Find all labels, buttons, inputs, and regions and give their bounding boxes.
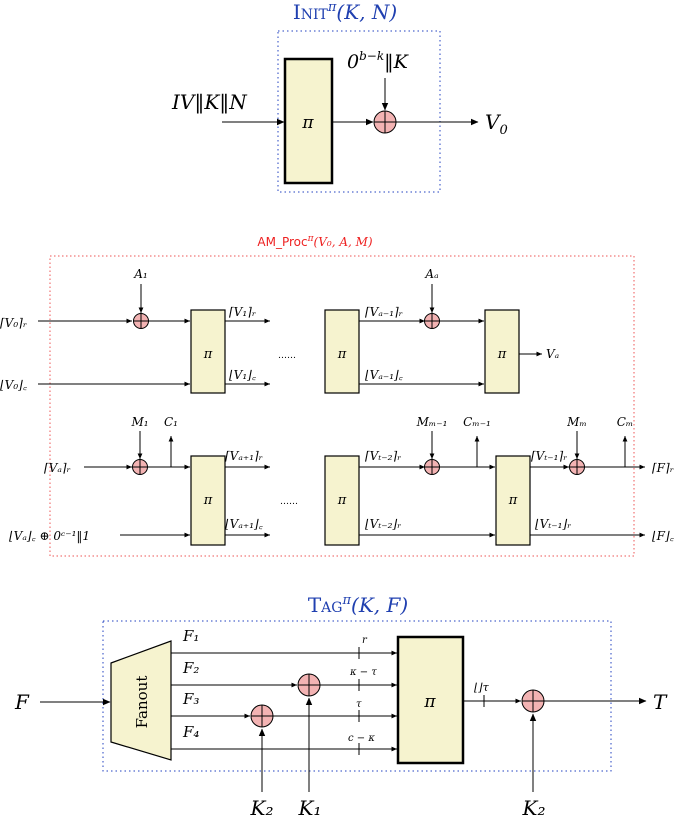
- row1-perm3: [484, 309, 520, 394]
- tag-title: Tagπ(K, F): [308, 593, 408, 617]
- row1-perm2-label: π: [337, 347, 347, 362]
- row1-a1-label: A₁: [133, 267, 147, 281]
- row1-input-r-label: ⌈V₀⌉ᵣ: [0, 316, 27, 330]
- row2-mm-label: Mₘ: [566, 415, 587, 429]
- tag-f1-label: F₁: [182, 627, 199, 645]
- init-input-label: IV‖K‖N: [171, 90, 248, 115]
- init-pad-label: 0b−k‖K: [347, 49, 410, 73]
- tag-section: Tagπ(K, F) F Fanout F₁ r F₂ κ − τ F₃ τ F…: [14, 593, 668, 820]
- row2-out1-r-label: ⌈Vₐ₊₁⌉ᵣ: [225, 449, 263, 463]
- init-frame: [277, 30, 441, 193]
- row2-perm3: [495, 455, 531, 546]
- init-output-label: V0: [485, 110, 508, 138]
- init-permutation-label: π: [301, 113, 314, 133]
- row2-perm2-label: π: [337, 493, 347, 508]
- row2-out-c-label: ⌊F⌋꜀: [652, 529, 675, 543]
- row1-out1-r-label: ⌈V₁⌉ᵣ: [229, 305, 256, 319]
- row2-perm1: [190, 455, 226, 546]
- init-section: Initπ(K, N) π IV‖K‖N 0b−k‖K V0: [171, 0, 508, 193]
- row2-mid-c-label: ⌊Vₜ₋₂⌋ᵣ: [365, 517, 401, 531]
- row1-mid-r-label: ⌈Vₐ₋₁⌉ᵣ: [365, 305, 403, 319]
- tag-k1-label: K₁: [298, 796, 322, 820]
- amproc-frame: [49, 255, 635, 557]
- tag-input-label: F: [14, 690, 30, 714]
- row2-cm-label: Cₘ: [617, 415, 634, 429]
- tag-k2a-label: K₂: [250, 796, 274, 820]
- row2-m1-label: M₁: [130, 415, 148, 429]
- row2-mm1-label: Mₘ₋₁: [416, 415, 448, 429]
- amproc-section: AM_Procπ(V₀, A, M) ⌈V₀⌉ᵣ ⌊V₀⌋꜀ A₁ π ⌈V₁⌉…: [0, 234, 675, 557]
- row2-input-c-label: ⌊Vₐ⌋꜀ ⊕ 0ᶜ⁻¹‖1: [9, 529, 90, 543]
- tag-w3-label: τ: [356, 699, 362, 710]
- tag-w4-label: c − κ: [348, 733, 375, 744]
- row2-c1-label: C₁: [164, 415, 178, 429]
- tag-fanout-label: Fanout: [133, 676, 151, 729]
- row1-input-c-label: ⌊V₀⌋꜀: [0, 378, 28, 392]
- row1-perm1-label: π: [203, 347, 213, 362]
- row1-out1-c-label: ⌊V₁⌋꜀: [229, 368, 257, 382]
- row1-out-va-label: Vₐ: [546, 347, 559, 361]
- row2-mid2-r-label: ⌈Vₜ₋₁⌉ᵣ: [531, 449, 567, 463]
- row2-perm3-label: π: [508, 493, 518, 508]
- tag-trunc-label: ⌊⌋τ: [474, 681, 490, 694]
- row2-dots: ……: [280, 497, 298, 507]
- tag-f4-label: F₄: [182, 723, 199, 741]
- tag-f2-label: F₂: [182, 659, 199, 677]
- row2-mid2-c-label: ⌊Vₜ₋₁⌋ᵣ: [535, 517, 571, 531]
- tag-k2b-label: K₂: [522, 796, 546, 820]
- init-title: Initπ(K, N): [293, 0, 397, 24]
- tag-output-label: T: [653, 690, 668, 714]
- row2-mid-r-label: ⌈Vₜ₋₂⌉ᵣ: [365, 449, 401, 463]
- row1-aa-label: Aₐ: [424, 267, 438, 281]
- init-permutation: [283, 57, 334, 185]
- tag-permutation: [396, 635, 465, 765]
- row1-perm1: [190, 309, 226, 394]
- tag-permutation-label: π: [423, 692, 436, 712]
- row1-perm2: [324, 309, 360, 394]
- row1-mid-c-label: ⌊Vₐ₋₁⌋꜀: [365, 368, 404, 382]
- tag-w1-label: r: [362, 635, 368, 646]
- tag-f3-label: F₃: [182, 690, 199, 708]
- row2-perm2: [324, 455, 360, 546]
- row2-perm1-label: π: [203, 493, 213, 508]
- tag-w2-label: κ − τ: [349, 667, 377, 678]
- amproc-title: AM_Procπ(V₀, A, M): [257, 234, 372, 249]
- row2-out-r-label: ⌈F⌉ᵣ: [652, 461, 674, 475]
- tag-fanout: [110, 640, 172, 761]
- row1-dots: ……: [278, 351, 296, 361]
- row2-cm1-label: Cₘ₋₁: [463, 415, 491, 429]
- row2-out1-c-label: ⌊Vₐ₊₁⌋꜀: [225, 517, 264, 531]
- row1-perm3-label: π: [497, 347, 507, 362]
- row2-input-r-label: ⌈Vₐ⌉ᵣ: [44, 461, 71, 475]
